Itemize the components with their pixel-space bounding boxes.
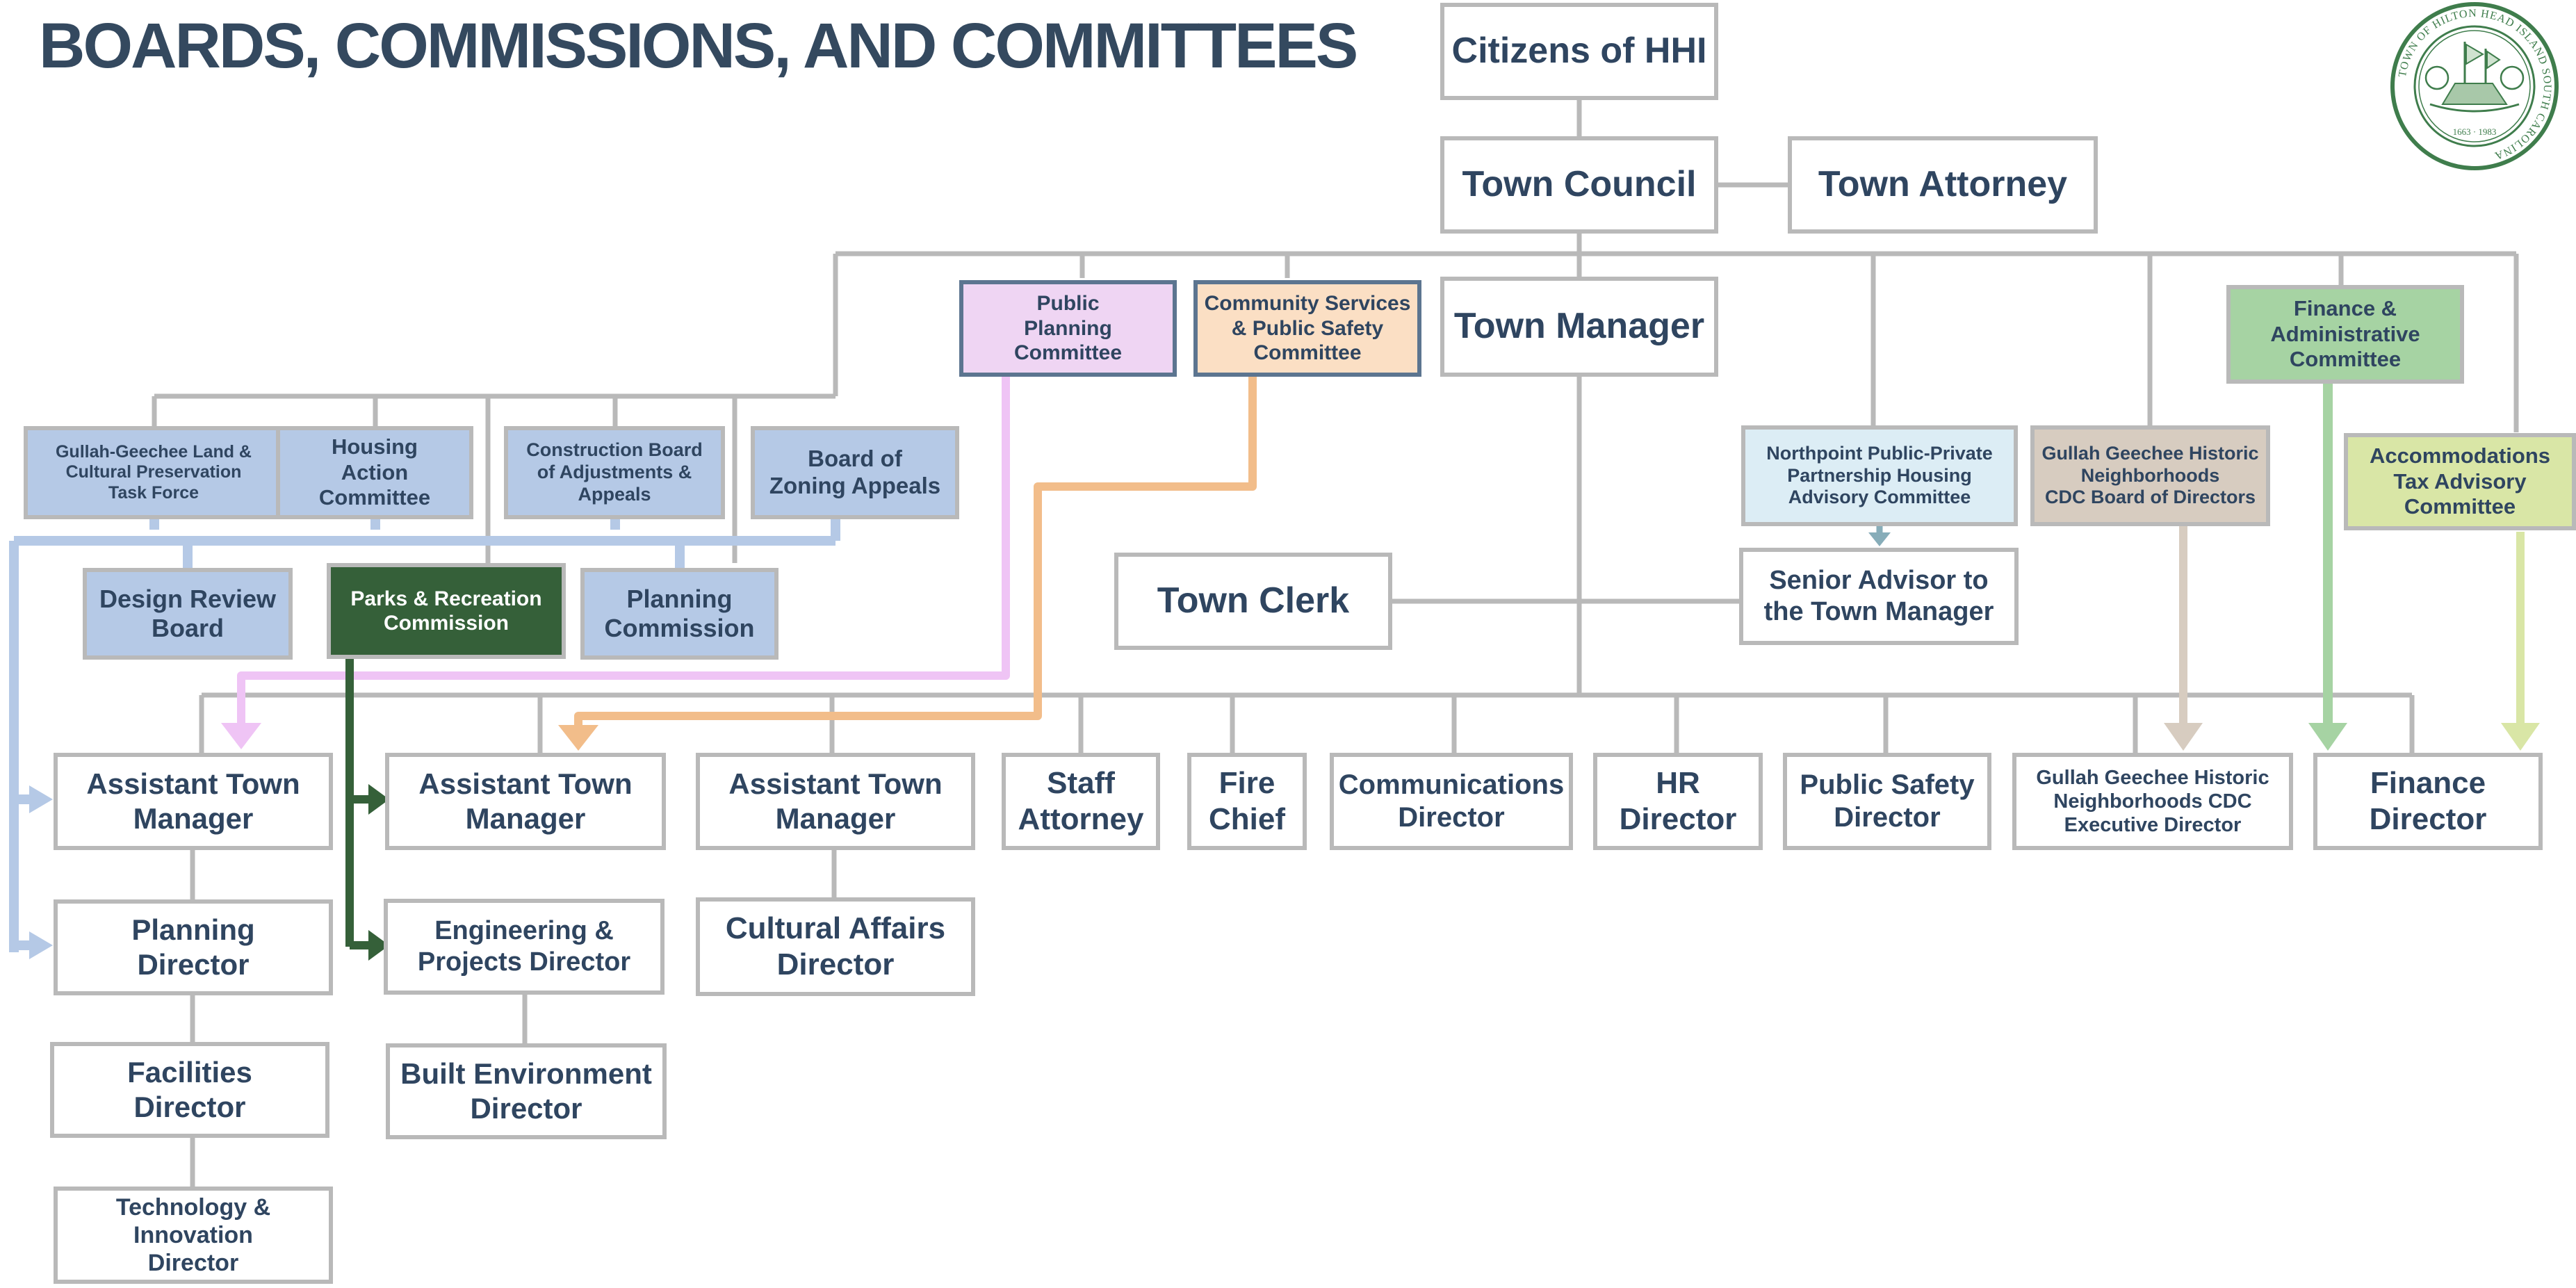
planning-commission-box: Planning Commission	[580, 568, 778, 660]
hr-director-box: HR Director	[1593, 753, 1763, 850]
community-services-committee-box: Community Services & Public Safety Commi…	[1193, 280, 1421, 377]
assistant-town-manager-1-box: Assistant Town Manager	[54, 753, 333, 850]
facilities-director-box: Facilities Director	[50, 1042, 329, 1138]
senior-advisor-box: Senior Advisor to the Town Manager	[1739, 548, 2019, 645]
public-planning-committee-box: Public Planning Committee	[959, 280, 1177, 377]
citizens-of-hhi-box: Citizens of HHI	[1440, 3, 1718, 100]
assistant-town-manager-2-box: Assistant Town Manager	[385, 753, 666, 850]
northpoint-housing-committee-box: Northpoint Public-Private Partnership Ho…	[1741, 425, 2018, 526]
housing-action-committee-box: Housing Action Committee	[276, 426, 473, 519]
engineering-projects-director-box: Engineering & Projects Director	[384, 899, 665, 995]
public-safety-director-box: Public Safety Director	[1783, 753, 1991, 850]
town-clerk-box: Town Clerk	[1114, 553, 1392, 650]
page-title: BOARDS, COMMISSIONS, AND COMMITTEES	[39, 10, 1358, 81]
town-council-box: Town Council	[1440, 136, 1718, 234]
construction-board-box: Construction Board of Adjustments & Appe…	[504, 426, 725, 519]
staff-attorney-box: Staff Attorney	[1002, 753, 1160, 850]
town-attorney-box: Town Attorney	[1788, 136, 2098, 234]
finance-administrative-committee-box: Finance & Administrative Committee	[2226, 285, 2464, 384]
seal-mark	[2390, 2, 2559, 170]
assistant-town-manager-3-box: Assistant Town Manager	[696, 753, 975, 850]
technology-innovation-director-box: Technology & Innovation Director	[54, 1187, 333, 1284]
town-seal-icon: 1663 · 1983 TOWN OF HILTON HEAD ISLAND S…	[2390, 2, 2559, 170]
parks-recreation-commission-box: Parks & Recreation Commission	[327, 563, 566, 659]
planning-director-box: Planning Director	[54, 899, 333, 995]
design-review-board-box: Design Review Board	[83, 568, 293, 660]
gullah-cdc-board-box: Gullah Geechee Historic Neighborhoods CD…	[2030, 425, 2270, 526]
gullah-cdc-executive-director-box: Gullah Geechee Historic Neighborhoods CD…	[2012, 753, 2293, 850]
communications-director-box: Communications Director	[1330, 753, 1573, 850]
fire-chief-box: Fire Chief	[1187, 753, 1307, 850]
cultural-affairs-director-box: Cultural Affairs Director	[696, 897, 975, 996]
accommodations-tax-committee-box: Accommodations Tax Advisory Committee	[2344, 433, 2576, 530]
board-of-zoning-appeals-box: Board of Zoning Appeals	[751, 426, 959, 519]
finance-director-box: Finance Director	[2313, 753, 2543, 850]
built-environment-director-box: Built Environment Director	[386, 1043, 667, 1139]
town-manager-box: Town Manager	[1440, 277, 1718, 377]
gullah-land-task-force-box: Gullah-Geechee Land & Cultural Preservat…	[24, 426, 284, 519]
seal-years: 1663 · 1983	[2453, 127, 2497, 137]
